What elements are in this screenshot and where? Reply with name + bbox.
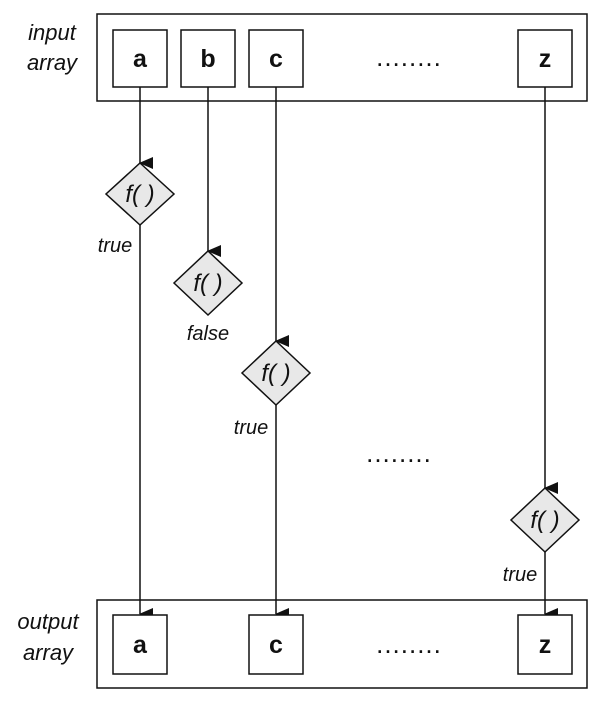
svg-text:a: a <box>133 45 148 73</box>
output-array-label-line1: output <box>17 609 79 634</box>
filter-diamond-z: f( ) <box>509 486 581 554</box>
svg-text:b: b <box>200 45 215 73</box>
svg-text:c: c <box>269 631 283 659</box>
filter-diamond-a: f( ) <box>104 161 176 227</box>
input-cell-a: a <box>112 29 168 88</box>
filter-result-b: false <box>187 323 229 345</box>
svg-text:f( ): f( ) <box>125 181 154 208</box>
input-array-container <box>96 13 588 102</box>
svg-text:f( ): f( ) <box>261 360 290 387</box>
output-ellipsis: ........ <box>376 629 442 659</box>
svg-text:f( ): f( ) <box>193 270 222 297</box>
middle-ellipsis: ........ <box>366 438 432 468</box>
svg-text:z: z <box>539 631 552 659</box>
svg-text:z: z <box>539 45 552 73</box>
svg-text:f( ): f( ) <box>530 507 559 534</box>
input-ellipsis: ........ <box>376 42 442 72</box>
filter-diamond-b: f( ) <box>172 249 244 317</box>
input-cell-b: b <box>180 29 236 88</box>
input-array-label-line2: array <box>27 50 79 75</box>
output-cell-a: a <box>112 614 168 675</box>
filter-result-z: true <box>503 564 537 586</box>
input-cell-c: c <box>248 29 304 88</box>
input-cell-z: z <box>517 29 573 88</box>
output-cell-c: c <box>248 614 304 675</box>
input-array-label-line1: input <box>28 20 77 45</box>
output-cell-z: z <box>517 614 573 675</box>
filter-result-a: true <box>98 235 132 257</box>
output-array-label-line2: array <box>23 640 75 665</box>
svg-text:c: c <box>269 45 283 73</box>
filter-diamond-c: f( ) <box>240 339 312 407</box>
svg-text:a: a <box>133 631 148 659</box>
output-array-container <box>96 599 588 689</box>
filter-result-c: true <box>234 417 268 439</box>
